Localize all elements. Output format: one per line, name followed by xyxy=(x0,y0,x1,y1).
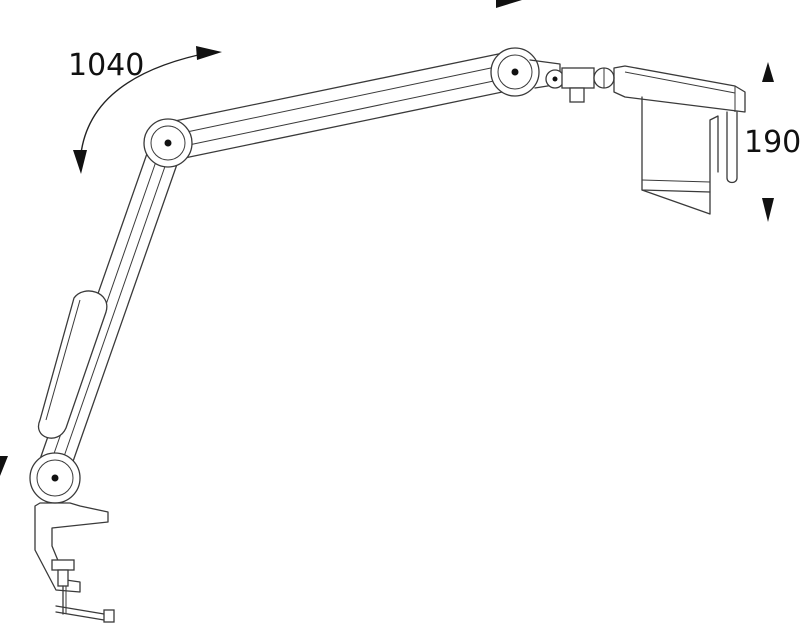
height-label: 190 xyxy=(744,125,800,160)
upper-arm xyxy=(169,51,513,161)
arrow-down-icon xyxy=(762,198,774,222)
height-dimension: 190 xyxy=(744,62,800,222)
head-joint xyxy=(490,47,540,97)
reach-label: 1040 xyxy=(68,48,144,83)
arrow-down-icon xyxy=(0,456,8,476)
elbow-joint xyxy=(143,118,193,168)
table-clamp xyxy=(34,502,115,623)
head-connector xyxy=(529,59,615,103)
lamp-head xyxy=(613,65,746,215)
arrow-up-icon xyxy=(762,62,774,82)
reach-dimension: 1040 xyxy=(68,46,222,174)
base-joint xyxy=(29,452,81,504)
arrow-down-icon xyxy=(73,150,87,174)
arrow-left-icon xyxy=(496,0,522,8)
spring-housing xyxy=(37,290,108,439)
arrow-right-icon xyxy=(196,46,222,60)
